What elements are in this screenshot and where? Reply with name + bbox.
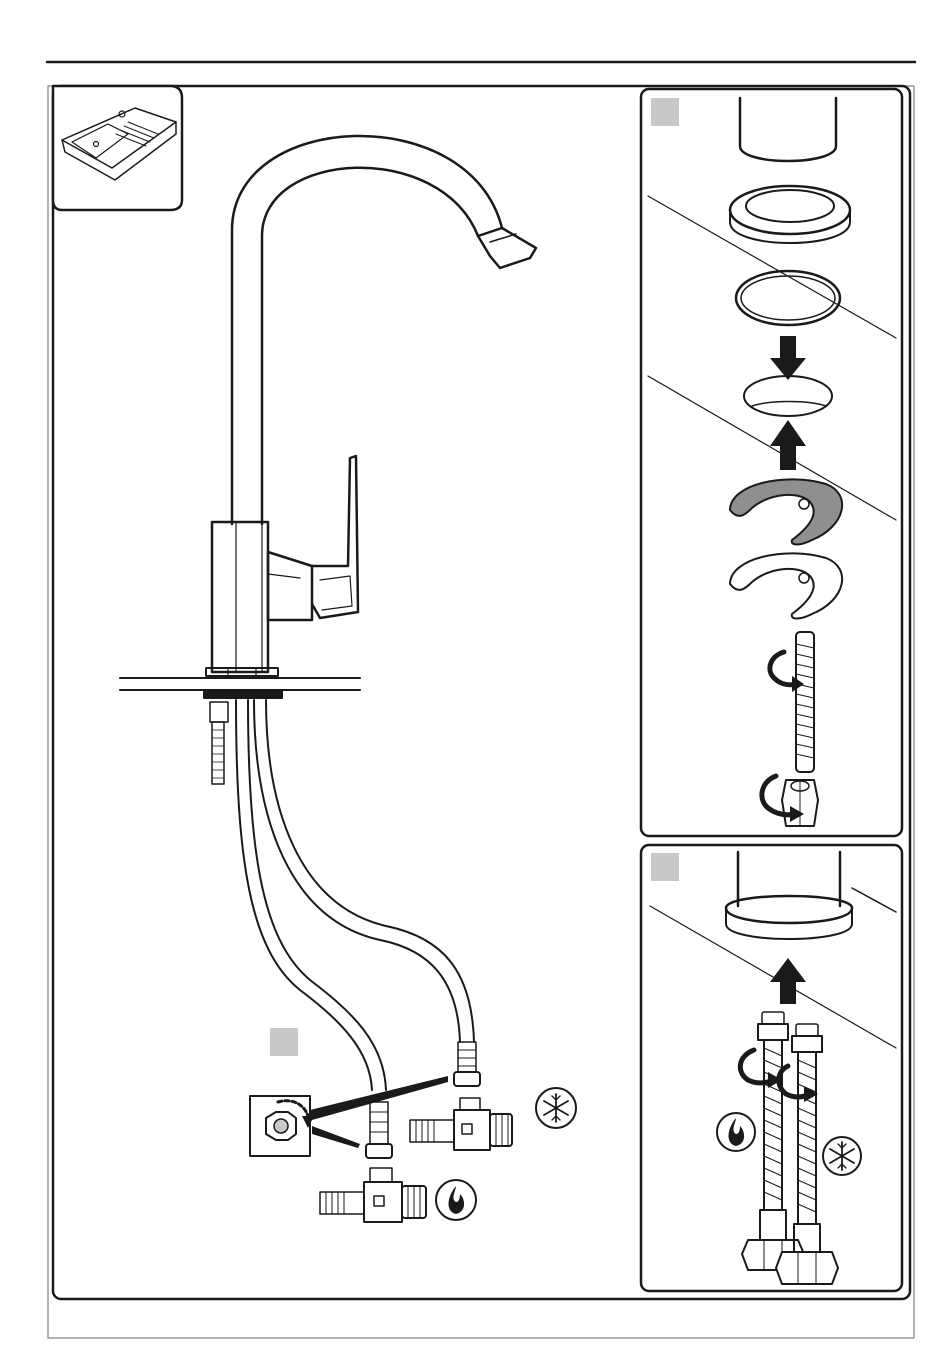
horseshoe-washer-white [730, 553, 842, 618]
step-b-tab [651, 853, 679, 881]
sink-icon [53, 86, 182, 210]
up-arrow-icon [770, 420, 806, 470]
mounting-hole [744, 376, 832, 416]
cold-hose [254, 700, 474, 1042]
panel-a-faucet-base [740, 98, 836, 161]
faucet-body [206, 136, 536, 676]
cold-hose-connector [454, 1042, 480, 1086]
cold-angle-valve [410, 1098, 512, 1150]
step-c-tab [270, 1028, 298, 1056]
hot-hose [236, 700, 386, 1090]
countertop [120, 678, 360, 698]
panel-b [641, 845, 902, 1291]
horseshoe-washer-grey [730, 479, 842, 544]
hot-angle-valve [320, 1168, 426, 1222]
nut-wrench-icon [250, 1076, 448, 1156]
panel-b-surface-line [650, 906, 896, 1048]
panel-a [641, 89, 902, 836]
panel-b-faucet-base [726, 852, 896, 939]
threaded-rod [210, 702, 228, 784]
flex-hose-cold [776, 1024, 838, 1284]
cold-water-icon [536, 1088, 576, 1128]
cold-water-icon-b [823, 1137, 861, 1175]
panel-a-surface-line-2 [648, 376, 896, 520]
threaded-stud [796, 632, 814, 772]
panel-a-surface-line-1 [648, 196, 896, 338]
mounting-flange [730, 186, 850, 243]
step-a-tab [651, 98, 679, 126]
down-arrow-icon [770, 336, 806, 380]
hex-nut [782, 780, 818, 826]
up-arrow-icon-b [770, 958, 806, 1004]
hot-water-icon-b [717, 1113, 755, 1151]
hot-water-icon [436, 1180, 476, 1220]
o-ring-seal [736, 271, 840, 325]
hot-hose-connector [366, 1102, 392, 1158]
